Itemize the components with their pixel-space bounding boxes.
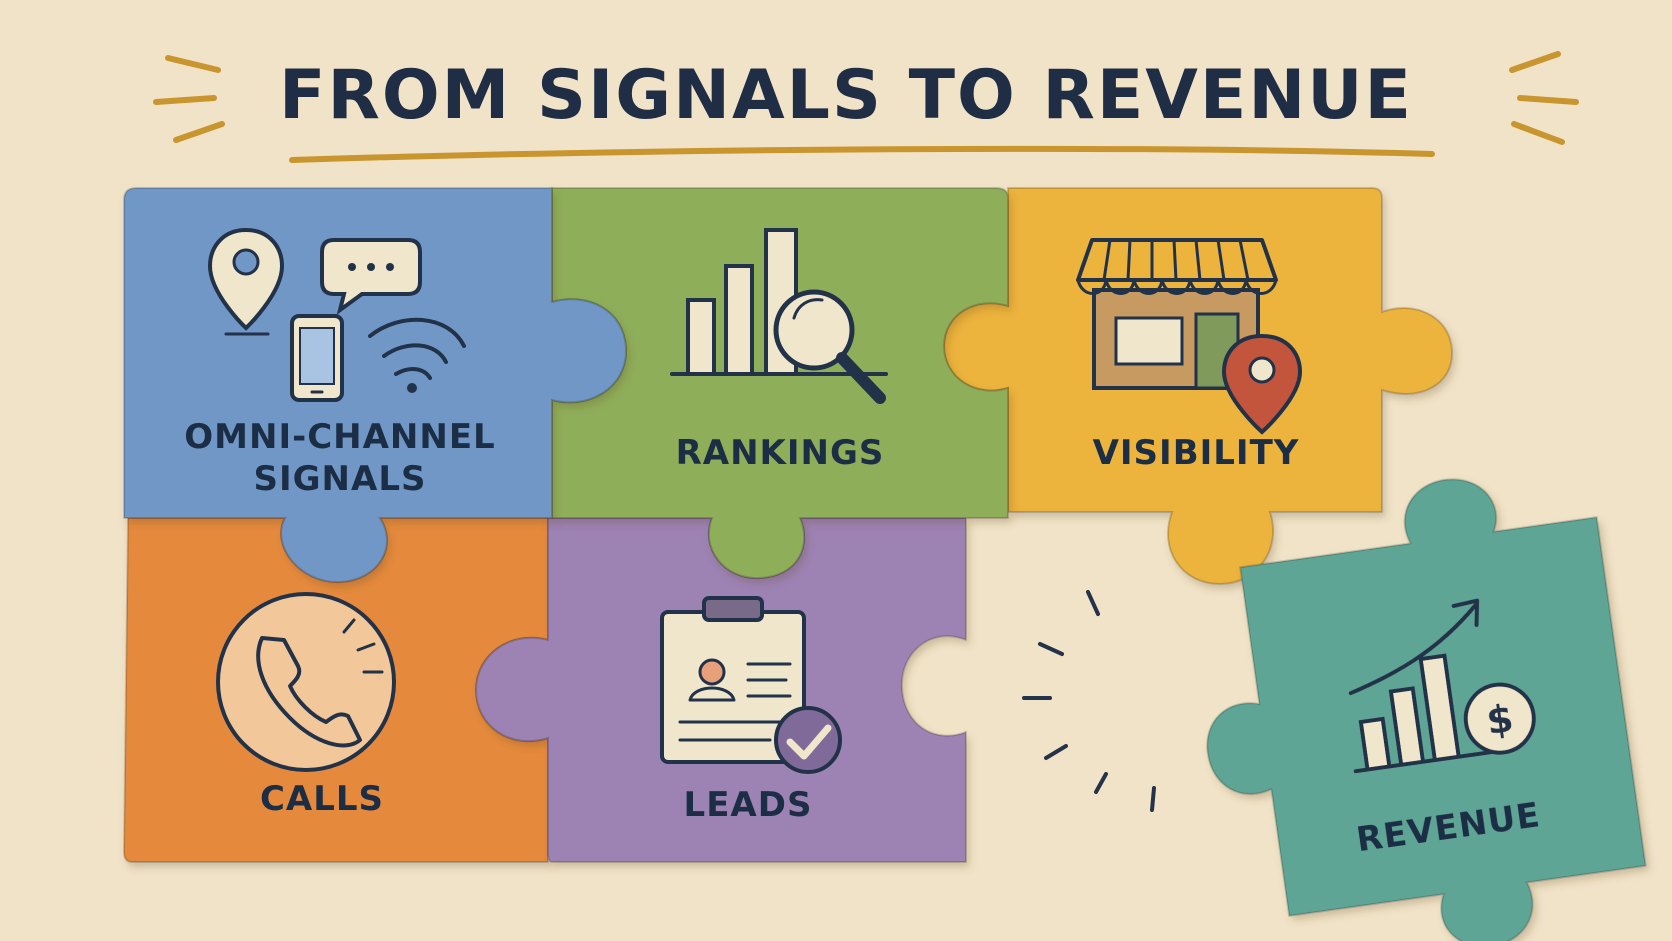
piece-label-omni-line1: OMNI-CHANNEL: [184, 417, 495, 457]
dollar-coin-icon: $: [1463, 682, 1536, 755]
piece-label-calls: CALLS: [260, 779, 384, 819]
svg-text:$: $: [1484, 696, 1516, 743]
checkmark-icon: [774, 706, 842, 774]
clipboard-profile-icon: [660, 596, 806, 764]
motion-burst-lines: [1022, 590, 1156, 812]
page-title: FROM SIGNALS TO REVENUE: [279, 56, 1413, 135]
title-decoration-left: [153, 55, 225, 143]
growth-chart-icon: [1348, 598, 1495, 774]
puzzle-piece-rankings: RANKINGS: [551, 187, 1009, 580]
puzzle-piece-leads: LEADS: [474, 517, 967, 863]
location-pin-icon: [1221, 333, 1303, 435]
chat-bubble-icon: [320, 238, 422, 315]
piece-label-omni-line2: SIGNALS: [254, 459, 427, 499]
piece-label-visibility: VISIBILITY: [1093, 433, 1300, 473]
wifi-signal-icon: [368, 317, 466, 393]
puzzle-piece-omni-channel-signals: OMNI-CHANNEL SIGNALS: [123, 187, 628, 584]
magnifier-icon: [773, 289, 886, 404]
puzzle-piece-revenue: $ REVENUE: [1206, 478, 1647, 941]
title-decoration-right: [1509, 51, 1579, 145]
phone-icon: [216, 592, 396, 772]
smartphone-icon: [290, 314, 344, 402]
piece-label-leads: LEADS: [684, 785, 813, 825]
title-underline: [289, 145, 1435, 163]
map-pin-icon: [207, 227, 285, 336]
puzzle-piece-visibility: VISIBILITY: [942, 187, 1454, 586]
piece-label-rankings: RANKINGS: [676, 433, 885, 473]
puzzle-piece-calls: CALLS: [122, 517, 549, 863]
